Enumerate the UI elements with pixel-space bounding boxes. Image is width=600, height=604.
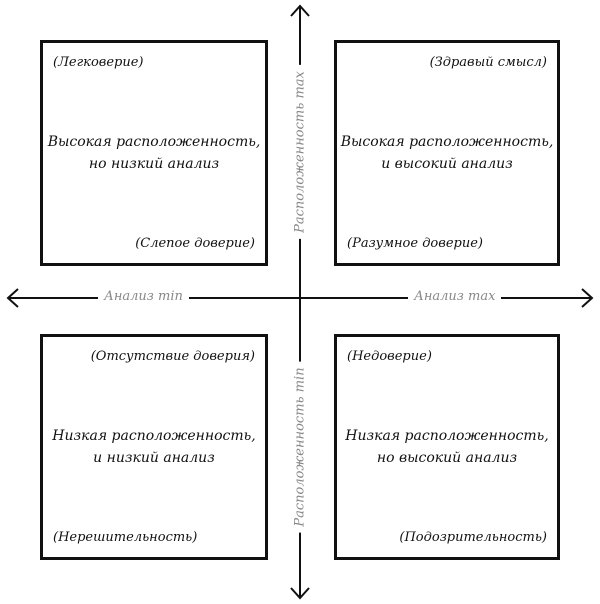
description-line-2: но высокий анализ (376, 450, 518, 466)
quadrant-top-right: (Здравый смысл) Высокая расположенность,… (334, 40, 560, 266)
quadrant-tag-top: (Отсутствие доверия) (90, 349, 255, 364)
description-line-2: но низкий анализ (88, 156, 220, 172)
description-line-2: и высокий анализ (381, 156, 513, 172)
arrow-right-icon (581, 288, 594, 308)
quadrant-bottom-right: (Недоверие) Низкая расположенность, но в… (334, 334, 560, 560)
y-axis-min-label: Расположенность min (292, 361, 308, 533)
quadrant-tag-top: (Легковерие) (53, 55, 144, 70)
description-line-1: Низкая расположенность, (52, 428, 256, 444)
arrow-down-icon (290, 587, 310, 600)
quadrant-top-left: (Легковерие) Высокая расположенность, но… (40, 40, 268, 266)
description-line-1: Низкая расположенность, (345, 428, 549, 444)
description-line-2: и низкий анализ (93, 450, 215, 466)
arrow-up-icon (290, 4, 310, 17)
quadrant-tag-bottom: (Подозрительность) (399, 530, 547, 545)
quadrant-tag-bottom: (Слепое доверие) (135, 236, 255, 251)
x-axis-min-label: Анализ min (98, 289, 189, 304)
x-axis-max-label: Анализ max (408, 289, 502, 304)
quadrant-description: Высокая расположенность, и высокий анали… (337, 131, 557, 175)
y-axis-max-label: Расположенность max (292, 65, 308, 239)
description-line-1: Высокая расположенность, (340, 134, 554, 150)
quadrant-description: Низкая расположенность, и низкий анализ (43, 425, 265, 469)
description-line-1: Высокая расположенность, (47, 134, 261, 150)
quadrant-description: Низкая расположенность, но высокий анали… (337, 425, 557, 469)
quadrant-tag-bottom: (Разумное доверие) (347, 236, 483, 251)
quadrant-description: Высокая расположенность, но низкий анали… (43, 131, 265, 175)
quadrant-tag-top: (Здравый смысл) (429, 55, 547, 70)
quadrant-tag-bottom: (Нерешительность) (53, 530, 198, 545)
quadrant-bottom-left: (Отсутствие доверия) Низкая расположенно… (40, 334, 268, 560)
arrow-left-icon (6, 288, 19, 308)
quadrant-tag-top: (Недоверие) (347, 349, 432, 364)
